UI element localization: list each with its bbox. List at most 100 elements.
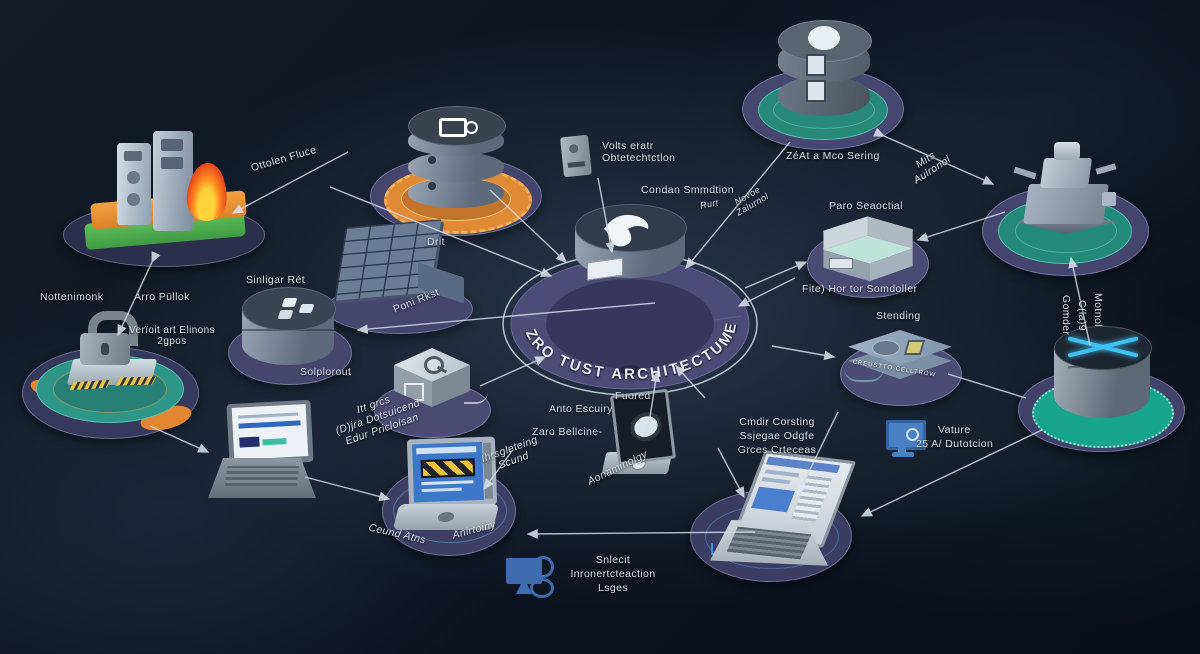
- laptop1-base: [208, 458, 316, 498]
- label-cmdir-line3: Grces Crteceas: [737, 444, 817, 456]
- label-nottenimonk: Nottenimonk: [40, 291, 104, 303]
- lock-dot: [906, 428, 919, 441]
- db-seg: [408, 152, 504, 182]
- label-gomder-line3: Motnol: [1092, 293, 1104, 327]
- glyph-dot: [465, 121, 478, 134]
- label-snlecit: Snlecit Inronertcteaction Lsges: [528, 553, 698, 595]
- smalldb-top: [242, 287, 336, 331]
- label-verioit-line2: 2gpos: [157, 336, 187, 347]
- label-gomder-line1: Gomder: [1060, 295, 1072, 336]
- label-snlecit-line1: Snlecit: [595, 554, 631, 566]
- db-seg: [408, 178, 504, 208]
- server-tower: [117, 143, 151, 225]
- machine-valve: [1102, 192, 1116, 206]
- machine-cap: [1054, 142, 1080, 160]
- server-cylinders-icon: [778, 18, 872, 128]
- label-mits: Mits Aulronol: [905, 144, 953, 186]
- panel-label: [806, 80, 826, 102]
- tower-slot: [161, 139, 183, 151]
- label-device-edge-text: CREUSTTO CELLTROW: [852, 359, 937, 379]
- label-volts-line1: Volts eratr: [602, 140, 654, 152]
- stending-dial: [872, 340, 900, 356]
- tower-slot: [161, 157, 183, 169]
- laptop3-base: [710, 520, 828, 566]
- box-cable: [464, 392, 488, 404]
- firewall-node: [55, 131, 270, 270]
- label-verioit: Verïoit art Elinons 2gpos: [112, 325, 232, 347]
- label-verioit-line1: Verïoit art Elinons: [129, 325, 215, 336]
- label-ihrsgleteing: Ihrsgleteing Scund: [480, 434, 544, 477]
- label-snlecit-line3: Lsges: [597, 582, 629, 594]
- label-zeat-mco-sering: ZéAt a Mco Sering: [786, 150, 880, 162]
- label-aonaminolgy: Aonaminolgy: [585, 448, 650, 488]
- label-condan-rurt: Rurt: [699, 197, 720, 211]
- label-novoe: Novoe Zalurnol: [729, 182, 771, 217]
- label-fuored: Fuored: [615, 390, 651, 402]
- cylinder-x-node: [1018, 326, 1188, 453]
- blue-stand: [898, 444, 906, 452]
- cylx-top: [1054, 326, 1152, 370]
- label-drit: Drit: [427, 236, 445, 248]
- database-icon: [408, 100, 506, 216]
- label-snlecit-line2: Inronertcteaction: [570, 568, 656, 580]
- label-stending: Stending: [876, 310, 921, 322]
- blue-base: [892, 452, 914, 457]
- label-cmdir-line2: Ssjegae Odgfe: [739, 430, 815, 442]
- bulb-glyph: [808, 26, 840, 50]
- label-paro-seaoctial: Paro Seaoctial: [829, 200, 903, 212]
- label-volts: Volts eratr Obtetechtctlon: [602, 140, 675, 164]
- label-anto-escuiry: Anto Escuiry: [549, 403, 613, 415]
- tower-dial: [127, 193, 140, 206]
- laptop-progress-node: [200, 399, 330, 507]
- label-vature-line1: Vature: [938, 424, 971, 436]
- inspection-box-node: [372, 348, 492, 438]
- hub-glyph-icon: [604, 214, 649, 247]
- label-anlrtoiny: Anlrtoiny: [451, 518, 498, 542]
- padlock-body-icon: [80, 333, 130, 365]
- lock-node: [22, 311, 202, 440]
- label-volts-line2: Obtetechtctlon: [602, 152, 676, 164]
- hub-cylinder: [575, 204, 687, 296]
- db-led: [428, 156, 436, 164]
- tower-slot: [124, 151, 142, 161]
- label-sinligar-ret: Sinligar Rét: [246, 274, 306, 286]
- label-fite-somdoller: Fite) Hor tor Somdoller: [802, 283, 918, 295]
- db-top-cap: [408, 106, 506, 146]
- machine-node: [982, 142, 1152, 278]
- open-box-icon: [815, 202, 920, 282]
- label-zaro-bellcine: Zaro Bellcine-: [532, 426, 603, 438]
- label-solplorout: Solplorout: [300, 366, 352, 378]
- keyhole: [101, 343, 109, 355]
- monitor-lock-icon: [506, 556, 556, 600]
- label-cmdir-line1: Cmdir Corsting: [739, 416, 815, 428]
- tower-dial: [127, 171, 140, 184]
- hub-ring: ZRO TUST ARCHITECTUME: [502, 252, 758, 396]
- hub-cylinder-top: [575, 204, 687, 252]
- db-led: [428, 182, 436, 190]
- label-condan: Condan Smmdtion: [641, 184, 734, 196]
- laptop-ui-node: [690, 450, 857, 583]
- small-database-node: [228, 285, 353, 390]
- cylinder-x-icon: [1054, 326, 1152, 426]
- label-ottolen-fluce: Ottolen Fluce: [249, 143, 318, 175]
- box-front-label: [829, 258, 853, 269]
- stending-device-node: [838, 318, 963, 406]
- label-gomder-line2: C(la)9: [1076, 300, 1088, 331]
- open-box-node: [805, 206, 930, 298]
- label-poni-rkst: Poni Rkst: [391, 286, 442, 316]
- machine-icon: [1012, 140, 1122, 250]
- server-tower: [153, 131, 193, 231]
- blue-stand: [516, 584, 532, 594]
- label-cmdir: Cmdir Corsting Ssjegae Odgfe Grces Crtec…: [712, 415, 842, 457]
- lock-ring: [532, 556, 554, 578]
- stending-cable: [844, 368, 884, 382]
- label-ceund-atns: Ceund Atns: [367, 521, 428, 547]
- label-vature-line2: 25 A/ Dutotcion: [916, 438, 994, 450]
- label-arro-pullok: Arro Püllok: [134, 291, 190, 303]
- database-node: [368, 98, 543, 243]
- lock-ring: [530, 578, 554, 598]
- monitor-blue-icon: [884, 420, 928, 460]
